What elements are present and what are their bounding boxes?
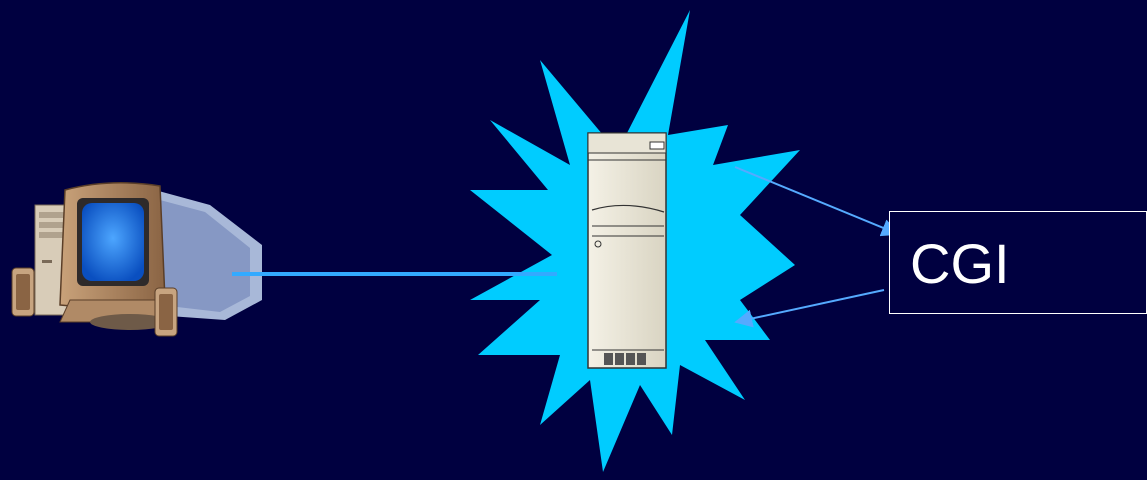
server-tower-icon [587, 132, 667, 369]
server-to-cgi-arrow [734, 166, 900, 237]
desktop-computer-icon [11, 182, 262, 337]
cgi-to-server-arrow [734, 289, 885, 328]
cgi-node: CGI [889, 211, 1147, 314]
cgi-label: CGI [910, 232, 1010, 295]
